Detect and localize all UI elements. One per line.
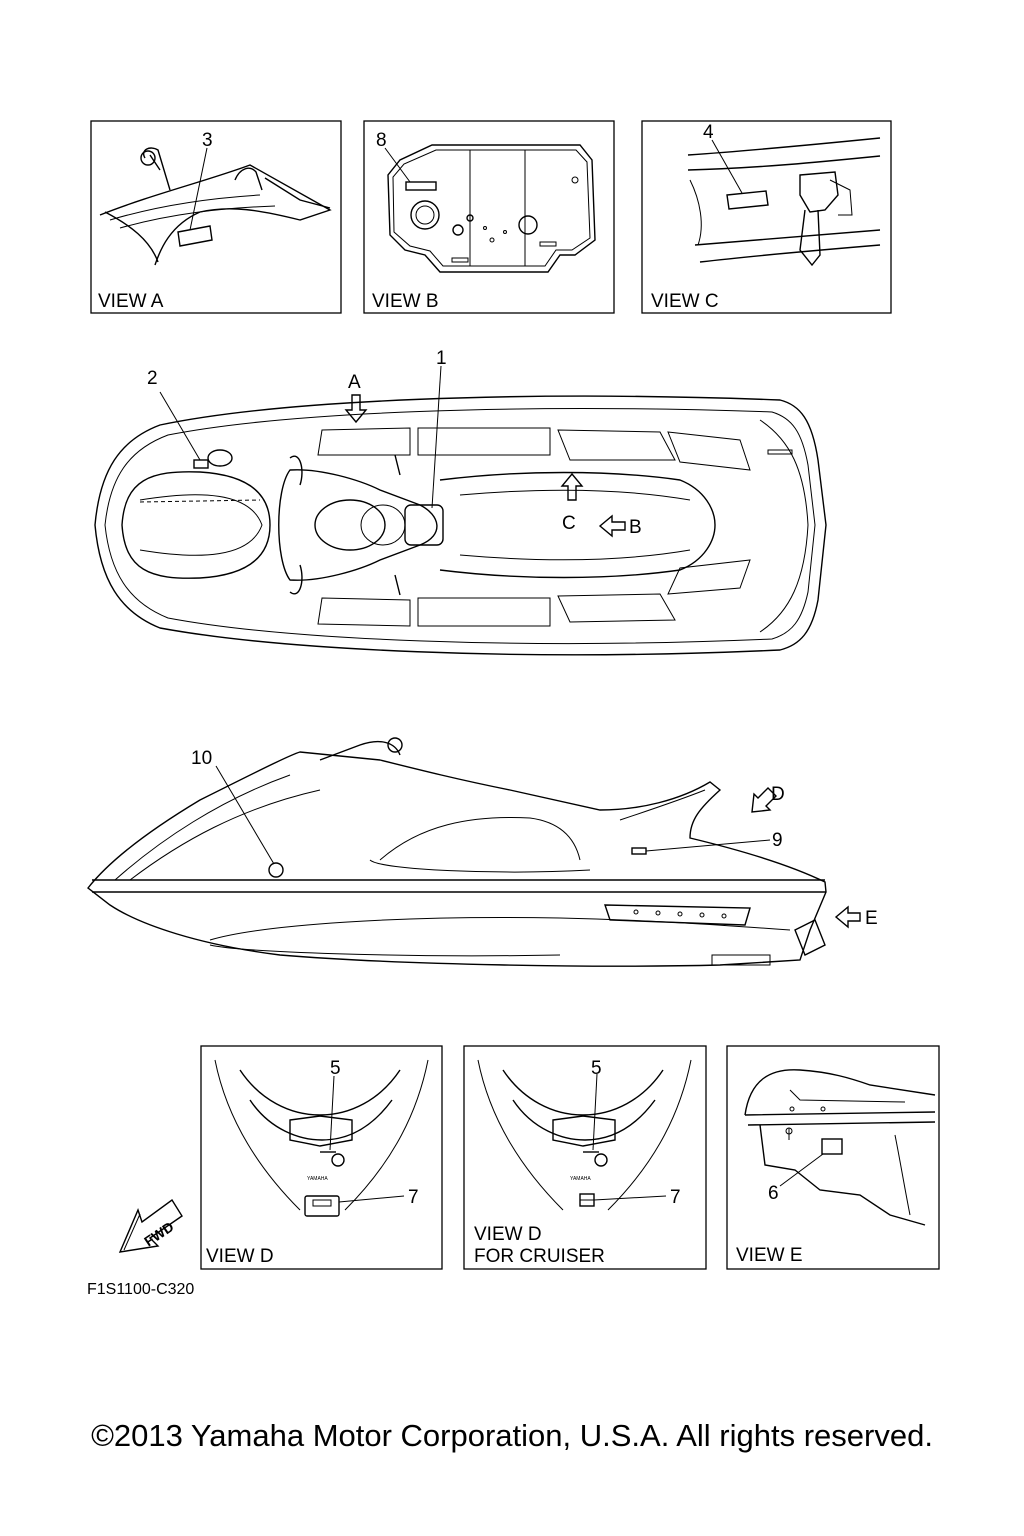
view-a-panel: 3 VIEW A — [90, 120, 342, 314]
callout-5-d1: 5 — [330, 1058, 341, 1079]
brand-small-d2: YAMAHA — [570, 1176, 591, 1182]
callout-9: 9 — [772, 830, 783, 851]
fwd-arrow-icon: FWD — [118, 1198, 183, 1253]
callout-6: 6 — [768, 1183, 779, 1204]
view-c-label: VIEW C — [651, 291, 719, 312]
marker-a: A — [348, 372, 361, 393]
callout-8: 8 — [376, 130, 387, 151]
side-view-watercraft: 10 9 D E — [87, 737, 878, 967]
top-view-watercraft: 2 1 A C B — [94, 348, 827, 656]
marker-b: B — [629, 517, 642, 538]
view-d-cruiser-label-1: VIEW D — [474, 1224, 542, 1245]
view-e-panel: 6 VIEW E — [726, 1045, 940, 1270]
arrow-b-icon — [598, 514, 626, 538]
view-e-label: VIEW E — [736, 1245, 803, 1266]
brand-small-d1: YAMAHA — [307, 1176, 328, 1182]
copyright-notice: ©2013 Yamaha Motor Corporation, U.S.A. A… — [91, 1418, 933, 1453]
view-a-label: VIEW A — [98, 291, 164, 312]
view-d-label: VIEW D — [206, 1246, 274, 1267]
callout-10: 10 — [191, 748, 212, 769]
callout-5-d2: 5 — [591, 1058, 602, 1079]
view-d-panel: YAMAHA 5 7 VIEW D — [200, 1045, 443, 1270]
diagram-code: F1S1100-C320 — [87, 1281, 194, 1298]
marker-d: D — [771, 784, 785, 805]
marker-c: C — [562, 513, 576, 534]
arrow-e-icon — [834, 905, 861, 929]
arrow-a-icon — [344, 394, 368, 424]
view-d-cruiser-label-2: FOR CRUISER — [474, 1246, 605, 1267]
callout-1: 1 — [436, 348, 447, 369]
arrow-c-icon — [560, 472, 584, 501]
view-b-panel: 8 VIEW B — [363, 120, 615, 314]
marker-e: E — [865, 908, 878, 929]
callout-3: 3 — [202, 130, 213, 151]
callout-2: 2 — [147, 368, 158, 389]
callout-7-d1: 7 — [408, 1187, 419, 1208]
view-b-label: VIEW B — [372, 291, 439, 312]
arrow-d-icon — [751, 787, 777, 813]
callout-4: 4 — [703, 122, 714, 143]
callout-7-d2: 7 — [670, 1187, 681, 1208]
view-d-cruiser-panel: YAMAHA 5 7 VIEW D FOR CRUISER — [463, 1045, 707, 1270]
view-c-panel: 4 VIEW C — [641, 120, 892, 314]
